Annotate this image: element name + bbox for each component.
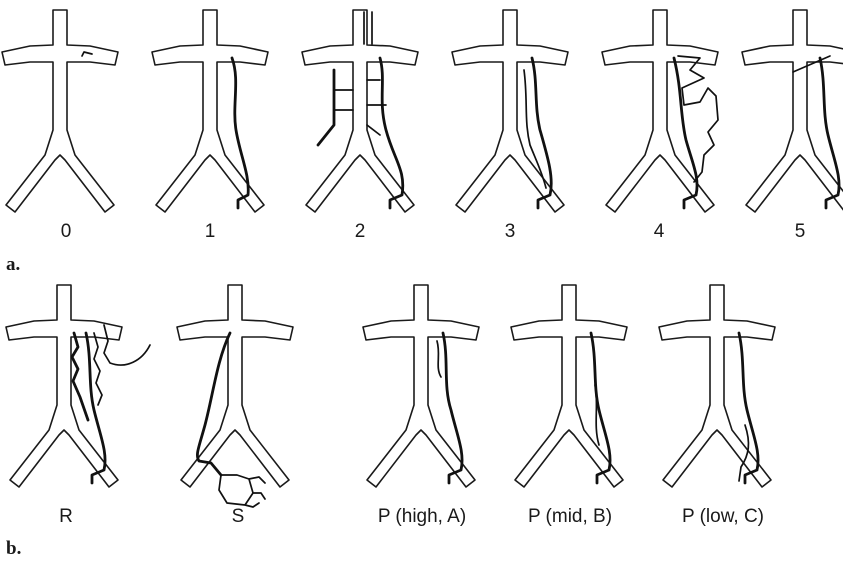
panel-label-2: 2 xyxy=(355,221,366,242)
collateral-path xyxy=(72,333,88,420)
part-a-tag: a. xyxy=(6,254,20,275)
panel-p-low-c xyxy=(659,285,775,487)
central-vein-outline xyxy=(602,10,718,212)
panel-4 xyxy=(602,10,718,212)
panel-label-p-low-c: P (low, C) xyxy=(682,506,764,527)
panel-2 xyxy=(302,10,418,212)
panel-p-mid-b xyxy=(511,285,627,487)
collateral-path xyxy=(318,70,334,145)
central-vein-outline xyxy=(742,10,843,212)
pelvic-plexus xyxy=(219,475,265,507)
panel-label-1: 1 xyxy=(205,221,216,242)
panel-1 xyxy=(152,10,268,212)
panel-label-0: 0 xyxy=(61,221,72,242)
central-vein-outline xyxy=(177,285,293,487)
panel-label-s: S xyxy=(232,506,245,527)
collateral-path xyxy=(94,333,102,405)
panel-5 xyxy=(742,10,843,212)
central-vein-outline xyxy=(152,10,268,212)
collateral-path xyxy=(437,341,441,377)
panel-label-p-mid-b: P (mid, B) xyxy=(528,506,612,527)
panel-label-r: R xyxy=(59,506,73,527)
panel-label-4: 4 xyxy=(654,221,665,242)
part-b-tag: b. xyxy=(6,538,21,559)
tortuous-collateral xyxy=(678,56,718,182)
panel-label-5: 5 xyxy=(795,221,806,242)
panel-label-3: 3 xyxy=(505,221,516,242)
central-vein-outline xyxy=(2,10,118,212)
panel-3 xyxy=(452,10,568,212)
panel-r xyxy=(6,285,150,487)
panel-label-p-high-a: P (high, A) xyxy=(378,506,466,527)
panel-0 xyxy=(2,10,118,212)
central-vein-outline xyxy=(302,10,418,212)
panel-p-high-a xyxy=(363,285,479,487)
panel-s xyxy=(177,285,293,507)
